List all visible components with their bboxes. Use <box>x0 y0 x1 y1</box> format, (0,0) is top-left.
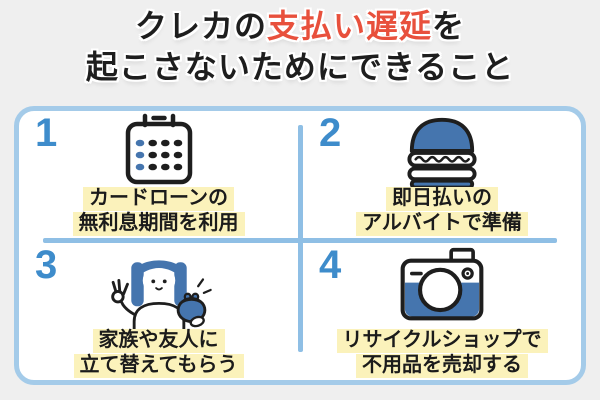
tip-3-number: 3 <box>35 243 58 287</box>
tip-1-caption-line2: 無利息期間を利用 <box>72 211 245 236</box>
page-title: クレカの支払い遅延を 起こさないためにできること <box>0 6 600 88</box>
hamburger-icon <box>405 113 479 194</box>
title-line1-prefix: クレカの <box>134 8 267 44</box>
tip-1-card-loan: 1 カードローンの 無利息期間 <box>19 111 298 238</box>
tip-3-family-friends: 3 <box>19 243 298 380</box>
title-line1-suffix: を <box>432 8 466 44</box>
tip-2-number: 2 <box>319 111 342 155</box>
tip-1-number: 1 <box>35 111 58 155</box>
tip-1-caption-line1: カードローンの <box>83 186 234 211</box>
tip-4-caption-line1: リサイクルショップで <box>336 328 548 353</box>
tip-2-same-day-job: 2 即日払いの アルバイトで準備 <box>303 111 581 238</box>
tip-1-caption: カードローンの 無利息期間を利用 <box>19 186 298 236</box>
calendar-icon <box>123 113 195 192</box>
title-line1-highlight: 支払い遅延 <box>266 8 432 44</box>
tip-4-number: 4 <box>319 243 342 287</box>
title-line-2: 起こさないためにできること <box>85 49 515 85</box>
tip-4-recycle-shop: 4 リサイクルショップで 不用品を売却する <box>303 243 581 380</box>
person-ok-sign-icon <box>105 247 213 338</box>
tip-3-caption: 家族や友人に 立て替えてもらう <box>19 328 298 378</box>
horizontal-divider <box>43 238 557 243</box>
tip-4-caption: リサイクルショップで 不用品を売却する <box>303 328 581 378</box>
tips-panel: 1 カードローンの 無利息期間 <box>14 106 586 385</box>
tip-3-caption-line2: 立て替えてもらう <box>73 353 244 378</box>
tip-4-caption-line2: 不用品を売却する <box>356 353 528 378</box>
tip-2-caption-line1: 即日払いの <box>386 186 498 211</box>
tip-2-caption-line2: アルバイトで準備 <box>356 211 528 236</box>
tip-3-caption-line1: 家族や友人に <box>92 328 225 353</box>
title-line-1: クレカの支払い遅延を <box>0 6 600 47</box>
tip-2-caption: 即日払いの アルバイトで準備 <box>303 186 581 236</box>
camera-icon <box>398 247 486 327</box>
